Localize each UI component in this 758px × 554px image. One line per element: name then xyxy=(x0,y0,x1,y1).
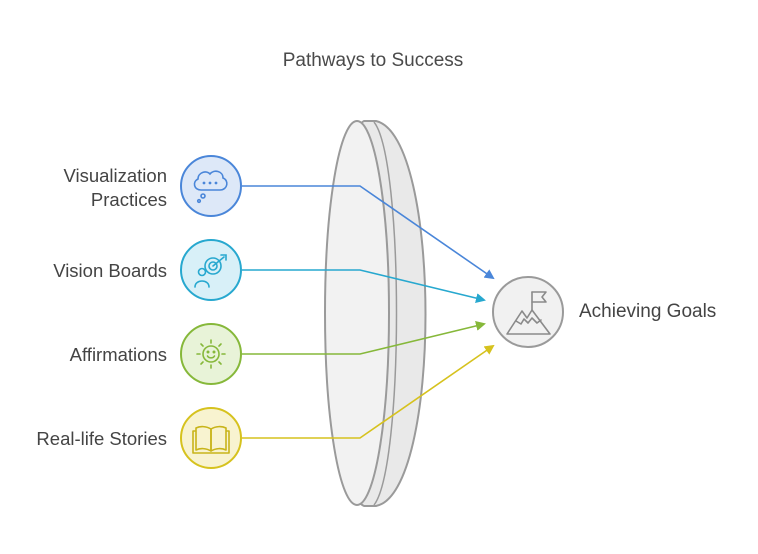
label-real-life-stories: Real-life Stories xyxy=(36,428,167,449)
goal-label: Achieving Goals xyxy=(579,301,717,322)
mountain-flag-icon xyxy=(506,291,551,335)
node-real-life-stories xyxy=(180,407,242,469)
diagram-title: Pathways to Success xyxy=(282,50,464,71)
node-visualization-practices xyxy=(180,155,242,217)
label-affirmations: Affirmations xyxy=(69,344,167,365)
connector-visualization xyxy=(242,185,495,280)
target-person-icon xyxy=(194,254,227,288)
label-line: Visualization xyxy=(63,165,167,186)
lens-shape xyxy=(324,120,427,507)
connector-vision-boards xyxy=(242,269,486,303)
label-vision-boards: Vision Boards xyxy=(53,260,167,281)
node-vision-boards xyxy=(180,239,242,301)
thought-bubble-icon xyxy=(193,170,228,204)
label-line: Practices xyxy=(90,189,167,210)
label-visualization-practices: Visualization Practices xyxy=(63,164,167,212)
node-achieving-goals xyxy=(492,276,564,348)
open-book-icon xyxy=(192,425,230,454)
node-affirmations xyxy=(180,323,242,385)
connector-real-life-stories xyxy=(242,344,495,439)
smiling-sun-icon xyxy=(196,339,226,369)
connector-affirmations xyxy=(242,321,486,355)
